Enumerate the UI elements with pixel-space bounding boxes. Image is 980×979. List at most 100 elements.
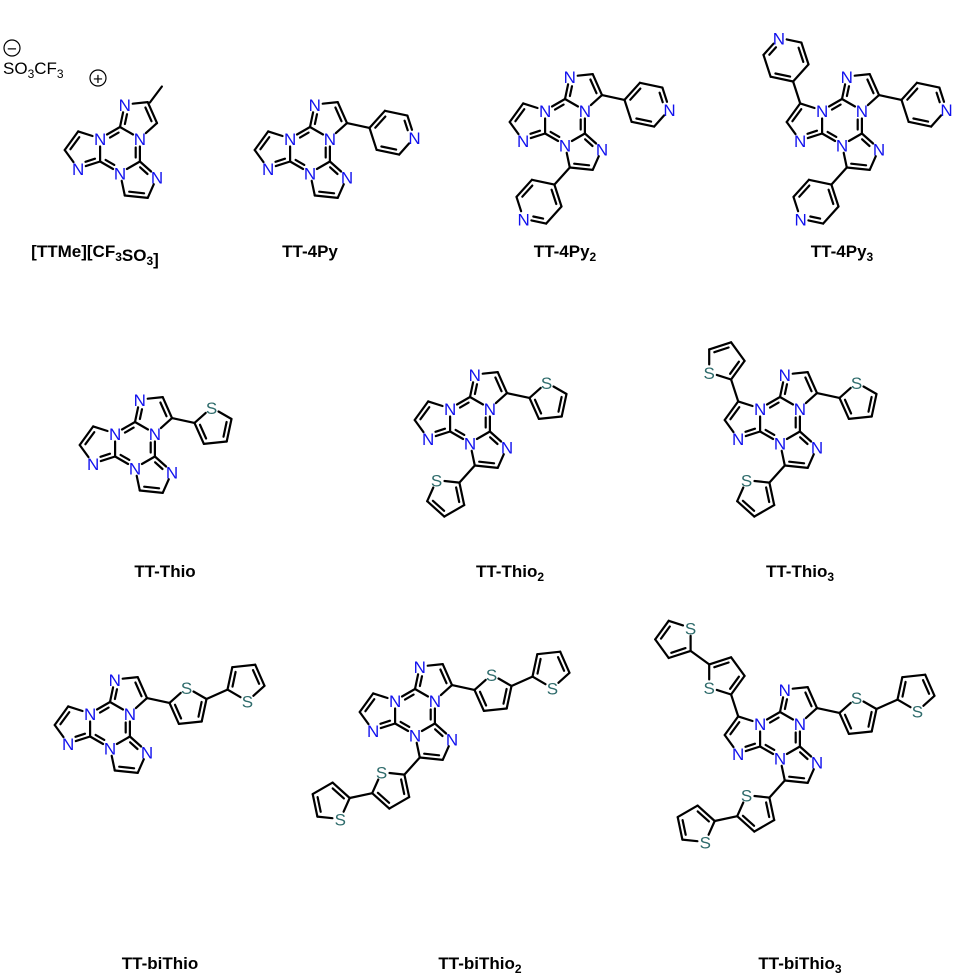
compound-9-bithienyl-b-outer-bond — [311, 792, 319, 818]
bonds-layer — [53, 38, 946, 843]
compound-4-pyridyl-tr-double-bond — [935, 91, 941, 104]
compound-5-imidazole-bond — [146, 396, 164, 400]
compound-8-bithienyl-tr-outer-double-bond — [251, 668, 261, 685]
compound-6-imidazole-bond — [494, 392, 509, 405]
compound-4-pyridyl-tl-bond — [762, 53, 772, 78]
compound-10-imidazole-bond — [806, 768, 815, 785]
compound-9-bithienyl-tr-inner-bond — [505, 684, 513, 710]
compound-3-pyridyl-b-bond — [553, 183, 563, 208]
compound-3-imidazole-bond — [508, 102, 525, 124]
compound-2-pyridyl-tr-bond — [368, 126, 378, 151]
compound-1-bridgehead-nitrogen-atom: N — [94, 130, 106, 149]
compound-4-pyridyl-tl-bond — [762, 42, 775, 57]
compound-3-pyridyl-b-nitrogen-atom: N — [517, 210, 529, 229]
compound-6-imidazole-bond — [413, 418, 425, 434]
compound-7-thienyl-tl-double-bond — [713, 346, 730, 354]
compound-3-triazine-bond — [570, 132, 587, 143]
compound-6-thienyl-b-bond — [458, 481, 466, 507]
compound-6-thienyl-tr-link-bond — [505, 392, 531, 399]
compound-4-imidazole-nitrogen-atom: N — [794, 132, 806, 151]
compound-8-imidazole-bond — [136, 675, 149, 700]
compound-2-pyridyl-tr-link-bond — [345, 121, 371, 130]
compound-3-triazine-bond — [550, 97, 567, 108]
compound-8-imidazole-bond — [128, 735, 143, 748]
compound-3-bridgehead-nitrogen-atom: N — [579, 102, 591, 121]
compound-10-bithienyl-tr-inner-double-bond — [867, 710, 873, 728]
compound-7-bridgehead-nitrogen-atom: N — [774, 435, 786, 454]
compound-9-bridgehead-nitrogen-atom: N — [389, 692, 401, 711]
compound-7-imidazole-bond — [780, 449, 786, 467]
compound-5-thienyl-tr-bond — [193, 421, 205, 445]
compound-4-imidazole-bond — [868, 155, 877, 171]
compound-label: TT-biThio — [122, 954, 198, 973]
compound-9-bithienyl-b-inner-link-bond — [403, 756, 421, 776]
compound-7-thienyl-tr-bond — [862, 385, 878, 396]
compound-7-triazine-double-bond — [764, 428, 776, 436]
compound-9-bithienyl-tr-outer-link-bond — [510, 675, 534, 688]
compound-6-imidazole-bond — [496, 453, 505, 469]
compound-9-bithienyl-b-outer-double-bond — [316, 795, 322, 813]
compound-8-bithienyl-tr-inner-bond — [200, 697, 208, 723]
compound-9-triazine-bond — [400, 687, 417, 698]
compound-5-imidazole-bond — [78, 425, 95, 447]
compound-10-bithienyl-tl-inner-bond — [715, 688, 733, 696]
compound-7-thienyl-tr-link-bond — [815, 392, 841, 399]
compound-3-pyridyl-tr-bond — [623, 81, 642, 102]
compound-1-imidazole-bond — [118, 111, 125, 129]
compound-4-pyridyl-b-double-bond — [809, 215, 822, 220]
compound-8-imidazole-bond — [113, 769, 139, 775]
compound-10-bithienyl-tl-inner-bond — [729, 656, 746, 678]
compound-2-imidazole-bond — [274, 160, 292, 168]
compound-5-triazine-double-bond — [123, 426, 135, 434]
compound-2-imidazole-bond — [334, 121, 349, 135]
compound-1-triazine-bond — [98, 160, 115, 171]
compound-2-imidazole-bond — [328, 160, 343, 173]
compound-2-triazine-bond — [315, 160, 331, 171]
compound-2-pyridyl-tr-bond — [368, 109, 386, 130]
compound-8-imidazole-nitrogen-atom: N — [141, 743, 153, 762]
compound-4-imidazole-bond — [842, 151, 848, 169]
compound-2-pyridyl-tr-double-bond — [403, 119, 409, 132]
compound-7-imidazole-double-bond — [783, 383, 789, 396]
compound-2-triazine-bond — [295, 125, 312, 136]
compound-10-bithienyl-tl-outer-double-bond — [670, 646, 687, 654]
compound-3-pyridyl-tr-double-bond — [635, 117, 653, 123]
compound-3-bridgehead-nitrogen-atom: N — [559, 137, 571, 156]
compound-10-bithienyl-tr-inner-bond — [838, 701, 852, 715]
compound-8-triazine-bond — [88, 735, 105, 746]
compound-8-imidazole-bond — [53, 705, 70, 727]
compound-10-imidazole-double-bond — [788, 775, 806, 780]
compound-9-bithienyl-b-outer-bond — [311, 781, 334, 796]
compound-10-imidazole-bond — [737, 715, 754, 723]
compound-6-imidazole-double-bond — [419, 406, 431, 421]
compound-4-imidazole-bond — [868, 72, 881, 97]
compound-5-thienyl-tr-bond — [225, 417, 233, 443]
compound-3-pyridyl-b-bond — [515, 178, 534, 198]
compound-9-bithienyl-tr-outer-bond — [536, 650, 562, 656]
compound-7-thienyl-tl-bond — [708, 341, 733, 351]
compound-6-triazine-bond — [475, 430, 491, 441]
compound-10-imidazole-bond — [791, 685, 809, 690]
compound-3-imidazole-bond — [583, 132, 598, 145]
compound-5-triazine-bond — [120, 420, 137, 431]
compound-7-thienyl-b-bond — [753, 479, 771, 484]
compound-10-bithienyl-tl-inner-double-bond — [728, 675, 741, 690]
compound-9-bithienyl-tr-inner-bond — [482, 707, 508, 713]
compound-4-pyridyl-tl-bond — [791, 63, 810, 83]
compound-1-imidazole-bond — [146, 183, 155, 199]
compound-9-imidazole-double-bond — [434, 728, 444, 738]
compound-6-imidazole-double-bond — [478, 460, 496, 465]
compound-3-pyridyl-tr-bond — [623, 98, 633, 123]
compound-4-pyridyl-tr-double-bond — [906, 87, 919, 101]
compound-10-bithienyl-tr-outer-bond — [922, 694, 936, 707]
compound-5-imidazole-nitrogen-atom: N — [87, 455, 99, 474]
compound-6-thienyl-tr-bond — [528, 396, 541, 420]
compound-9-bithienyl-tr-outer-bond — [559, 650, 571, 674]
compound-9-imidazole-bond — [358, 692, 375, 714]
compound-1-imidazole-double-bond — [123, 113, 129, 126]
compound-7-thienyl-tl-bond — [715, 373, 733, 381]
compound-5-imidazole-double-bond — [154, 461, 164, 471]
compound-4-pyridyl-tr-double-bond — [912, 117, 930, 123]
compound-10-bithienyl-tl-inner-link-bond — [729, 693, 740, 718]
compound-7-imidazole-double-bond — [798, 436, 809, 446]
